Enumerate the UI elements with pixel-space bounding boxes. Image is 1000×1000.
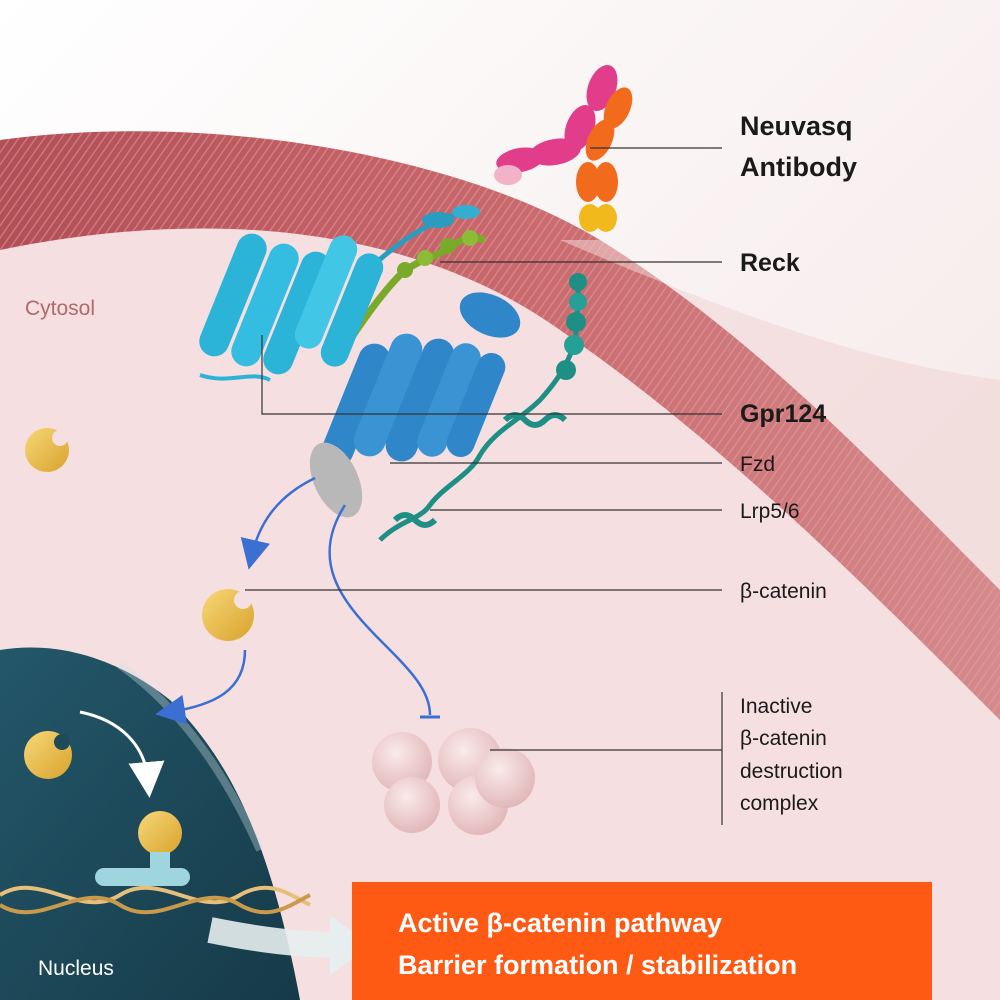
label-beta-catenin: β-catenin	[740, 580, 827, 603]
label-lrp: Lrp5/6	[740, 500, 800, 523]
beta-catenin-bound-icon	[138, 811, 182, 870]
label-inactive-line2: β-catenin	[740, 727, 827, 750]
lrp56-coreceptor	[378, 273, 587, 542]
signal-arrow-to-nucleus	[155, 649, 247, 725]
label-reck: Reck	[740, 249, 800, 277]
label-antibody-line1: Neuvasq	[740, 111, 853, 141]
nucleus-export-arrow-head	[330, 915, 370, 975]
label-nucleus: Nucleus	[38, 957, 114, 980]
pathway-banner	[352, 882, 932, 1000]
label-antibody-line2: Antibody	[740, 152, 857, 182]
membrane-sheen	[560, 240, 1000, 590]
nuclear-envelope-highlight	[117, 661, 264, 852]
nuclear-import-arrow	[79, 710, 165, 798]
destruction-complex	[372, 728, 535, 835]
leader-gpr124	[261, 335, 722, 415]
lipid-bilayer-texture	[0, 131, 1000, 720]
label-inactive-line3: destruction	[740, 760, 843, 783]
neuvasq-antibody	[494, 64, 633, 232]
beta-catenin-nucleus-icon	[24, 731, 72, 779]
dishevelled-protein	[309, 442, 363, 518]
leader-lines	[245, 147, 723, 825]
cytosol-region	[0, 199, 1000, 1000]
banner-line2: Barrier formation / stabilization	[398, 950, 797, 980]
beta-catenin-cytosol-icon	[25, 428, 69, 472]
banner-line1: Active β-catenin pathway	[398, 908, 722, 938]
inhibition-line	[328, 504, 432, 716]
reck-protein	[347, 205, 487, 342]
dna-helix	[0, 885, 311, 915]
label-cytosol: Cytosol	[25, 297, 95, 320]
signal-arrow-to-beta-catenin	[240, 476, 316, 570]
tcf-lef-factor	[95, 868, 190, 886]
beta-catenin-free-icon	[202, 589, 254, 641]
fzd-receptor	[321, 292, 521, 467]
label-gpr124: Gpr124	[740, 400, 826, 428]
nucleus-export-arrow-shaft	[207, 917, 341, 958]
label-inactive-line4: complex	[740, 792, 819, 815]
gpr124-receptor	[199, 233, 384, 382]
label-fzd: Fzd	[740, 453, 775, 476]
label-inactive-line1: Inactive	[740, 695, 812, 718]
